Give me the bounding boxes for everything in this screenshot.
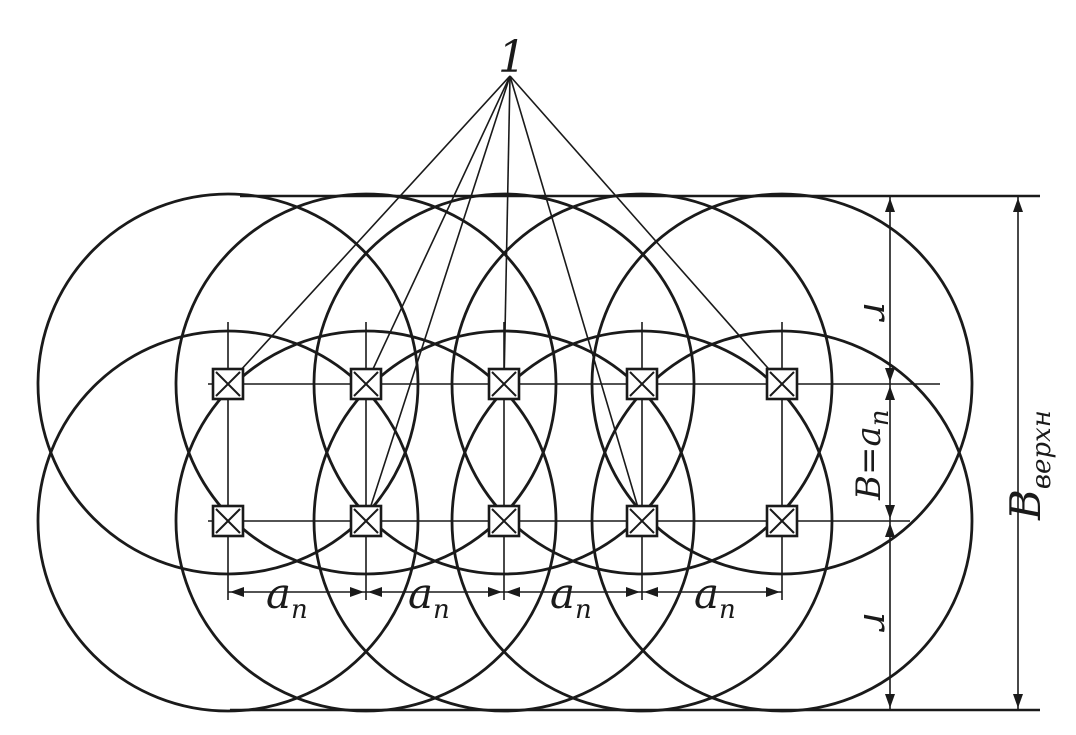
arrow-r-bottom-lower xyxy=(885,694,895,708)
marker-cross-b xyxy=(491,508,517,534)
marker-cross-b xyxy=(769,508,795,534)
radius-label-bottom: r xyxy=(855,612,899,633)
leader-line-3 xyxy=(365,75,511,522)
well-marker-r2-c1 xyxy=(211,504,245,538)
well-marker-r1-c1 xyxy=(211,367,245,401)
arrow-spacing-3-right xyxy=(626,587,640,597)
spacing-label-4: aп xyxy=(694,569,736,625)
spacing-label-2: aп xyxy=(408,569,450,625)
radius-label-top: r xyxy=(855,302,899,323)
leader-lines xyxy=(227,75,783,522)
marker-cross-b xyxy=(629,508,655,534)
well-marker-r1-c2 xyxy=(349,367,383,401)
total-width-label: Bверхн xyxy=(1001,410,1057,521)
dimension-arrows xyxy=(230,198,1023,708)
arrow-spacing-2-left xyxy=(368,587,382,597)
width-label: B=aп xyxy=(849,410,895,502)
well-marker-r1-c4 xyxy=(625,367,659,401)
arrow-spacing-1-left xyxy=(230,587,244,597)
leader-line-1 xyxy=(227,75,511,385)
arrow-spacing-3-left xyxy=(506,587,520,597)
spacing-labels: aп aп aп aп xyxy=(266,569,736,625)
leader-line-4 xyxy=(503,75,511,385)
arrow-spacing-2-right xyxy=(488,587,502,597)
well-marker-r1-c5 xyxy=(765,367,799,401)
marker-cross-b xyxy=(629,371,655,397)
well-markers xyxy=(211,367,799,538)
marker-cross-b xyxy=(215,508,241,534)
arrow-r-top-upper xyxy=(885,198,895,212)
well-marker-r2-c4 xyxy=(625,504,659,538)
arrow-r-bottom-upper xyxy=(885,523,895,537)
marker-cross-b xyxy=(491,371,517,397)
well-marker-r2-c2 xyxy=(349,504,383,538)
arrow-spacing-1-right xyxy=(350,587,364,597)
arrow-total-upper xyxy=(1013,198,1023,212)
leader-line-6 xyxy=(509,75,783,385)
well-marker-r2-c5 xyxy=(765,504,799,538)
arrow-total-lower xyxy=(1013,694,1023,708)
marker-cross-b xyxy=(215,371,241,397)
leader-line-5 xyxy=(509,75,643,522)
arrow-r-top-lower xyxy=(885,368,895,382)
arrow-spacing-4-right xyxy=(766,587,780,597)
spacing-label-3: aп xyxy=(550,569,592,625)
marker-cross-b xyxy=(353,371,379,397)
marker-cross-b xyxy=(353,508,379,534)
arrow-b-upper xyxy=(885,386,895,400)
callout-label: 1 xyxy=(498,32,526,83)
dimension-lines xyxy=(228,196,1019,710)
arrow-b-lower xyxy=(885,505,895,519)
leader-line-2 xyxy=(365,75,511,385)
well-marker-r1-c3 xyxy=(487,367,521,401)
spacing-label-1: aп xyxy=(266,569,308,625)
influence-circles xyxy=(36,192,974,713)
well-marker-r2-c3 xyxy=(487,504,521,538)
marker-cross-b xyxy=(769,371,795,397)
arrow-spacing-4-left xyxy=(644,587,658,597)
